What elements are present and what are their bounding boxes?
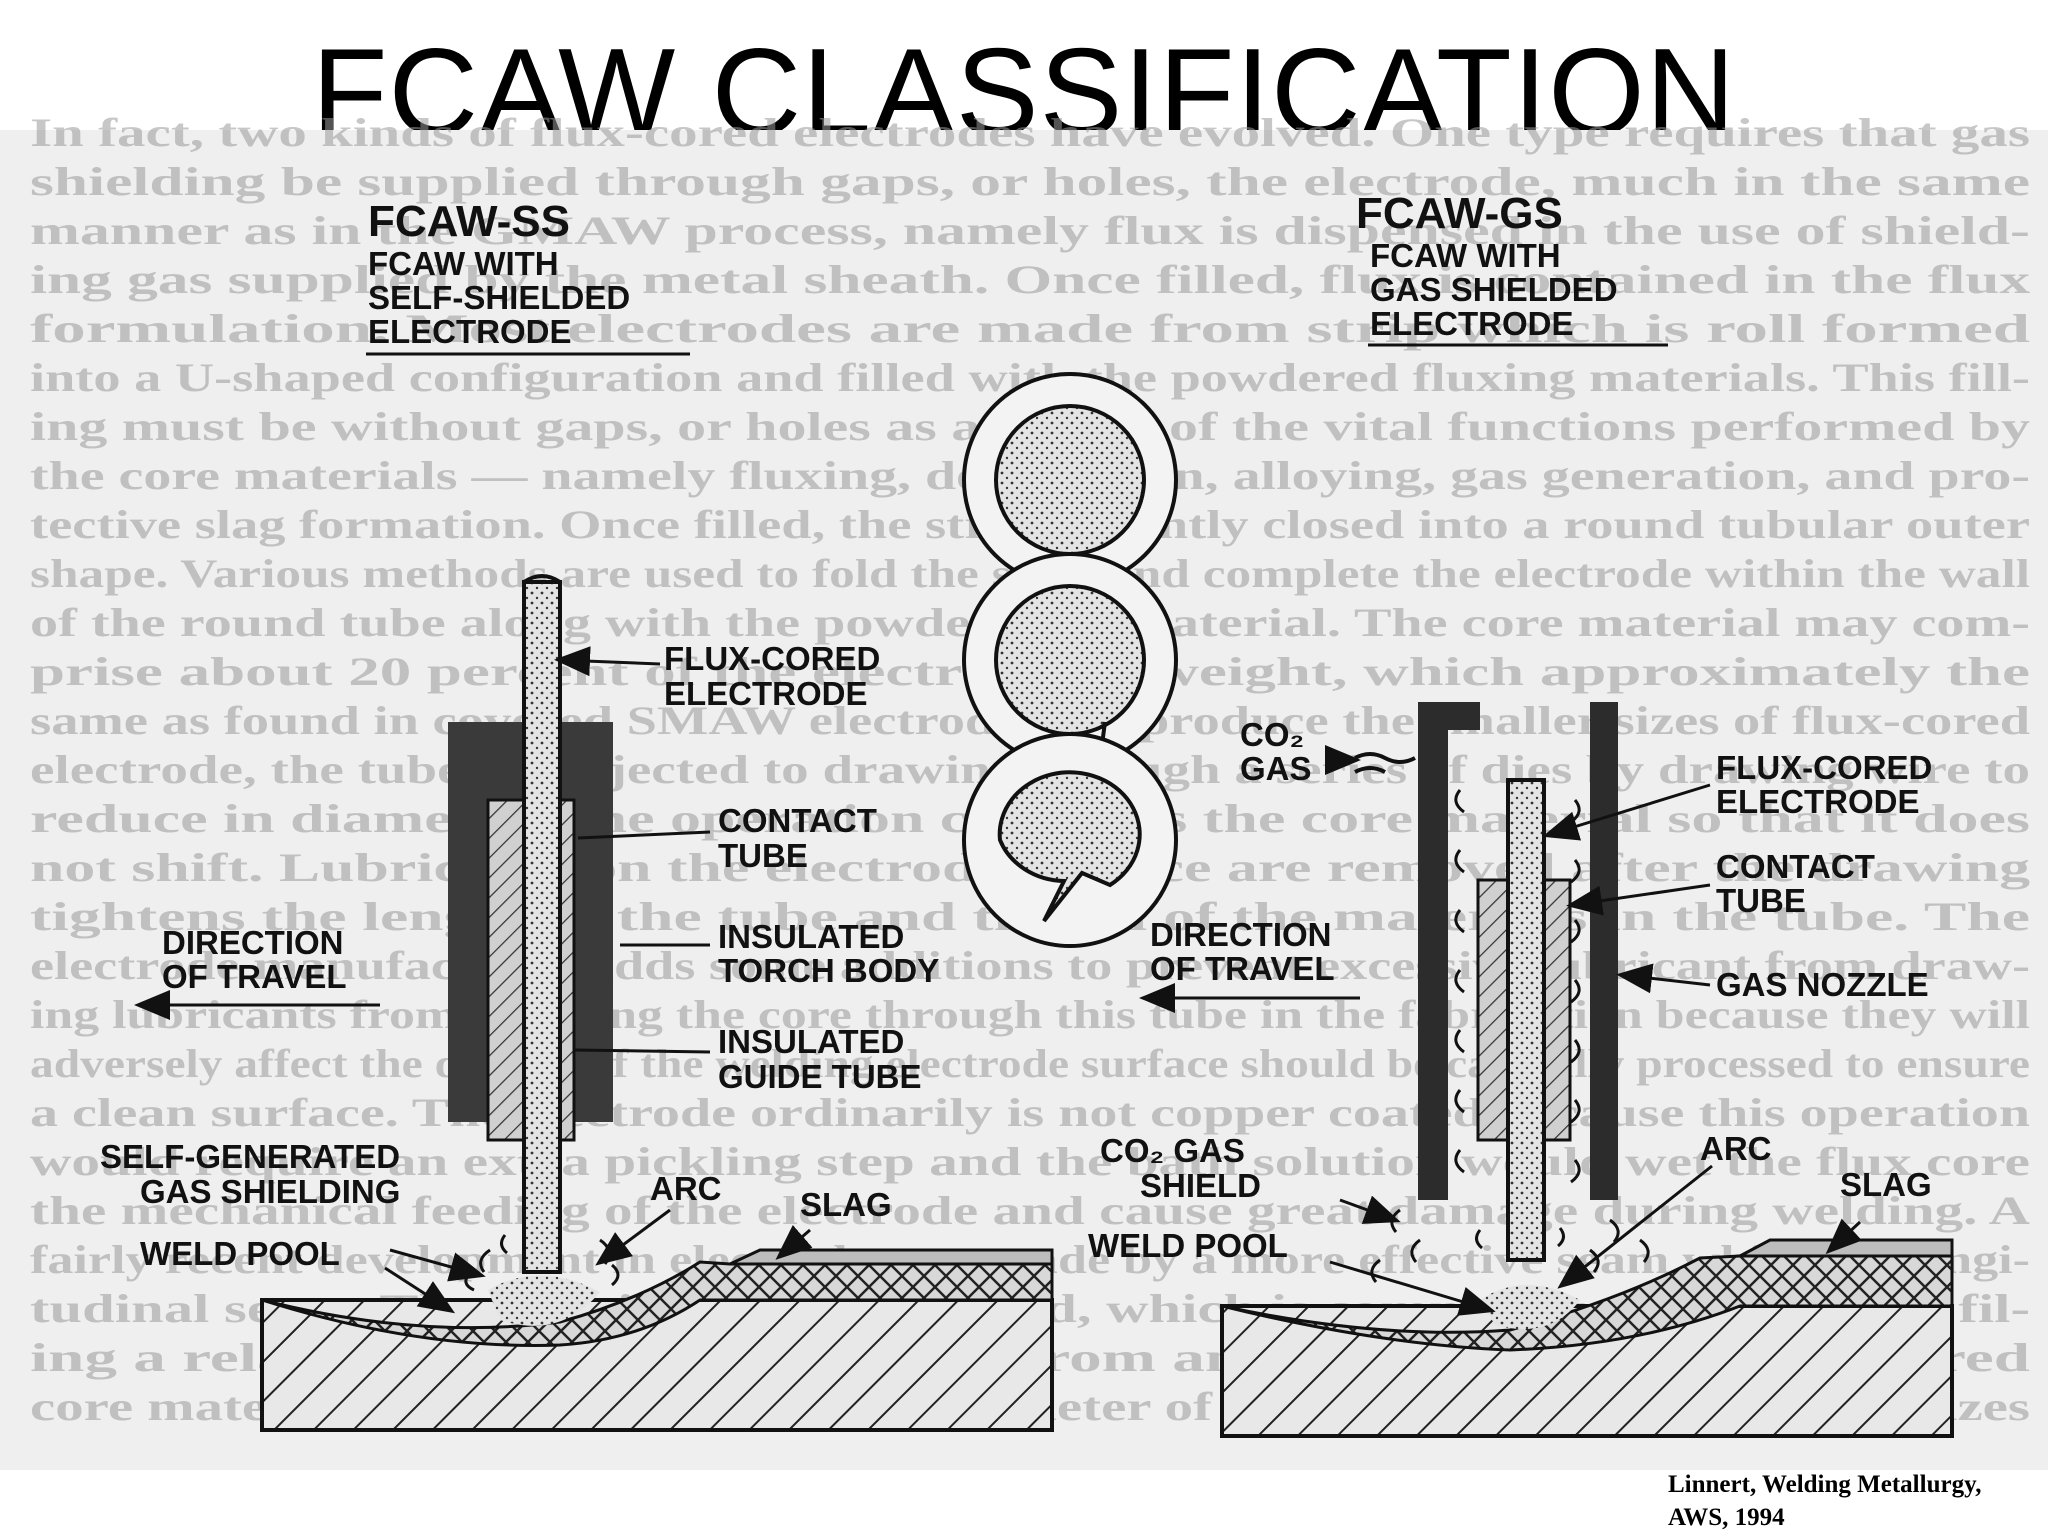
- weld-pool-right: [1480, 1285, 1580, 1330]
- fcaw-ss-sub-1: FCAW WITH: [368, 245, 559, 282]
- fcaw-gs-sub-3: ELECTRODE: [1370, 305, 1574, 342]
- label-arc-left: ARC: [650, 1170, 722, 1207]
- cross-section-1-core: [994, 404, 1146, 556]
- label-direction-right-2: OF TRAVEL: [1150, 950, 1335, 987]
- label-contact-left-2: TUBE: [718, 837, 808, 874]
- label-flux-cored-right-2: ELECTRODE: [1716, 783, 1920, 820]
- citation-line-1: Linnert, Welding Metallurgy,: [1668, 1471, 1982, 1498]
- slag-layer-left: [729, 1248, 1054, 1266]
- label-contact-left-1: CONTACT: [718, 802, 877, 839]
- fcaw-ss-section: FCAW-SS FCAW WITH SELF-SHIELDED ELECTROD…: [100, 197, 1054, 1432]
- fcaw-ss-sub-3: ELECTRODE: [368, 313, 572, 350]
- label-selfgen-left-2: GAS SHIELDING: [140, 1173, 400, 1210]
- citation: Linnert, Welding Metallurgy, AWS, 1994: [1668, 1468, 2038, 1534]
- label-flux-cored-left-1: FLUX-CORED: [664, 640, 880, 677]
- background-text-line: electrode manufacturer adds some additio…: [30, 943, 2030, 988]
- label-contact-right-2: TUBE: [1716, 882, 1806, 919]
- fcaw-gs-sub-1: FCAW WITH: [1370, 237, 1561, 274]
- background-text-line: the mechanical feeding of the electrode …: [30, 1188, 2030, 1233]
- background-text-line: In fact, two kinds of flux-cored electro…: [30, 110, 2030, 155]
- label-gas-nozzle: GAS NOZZLE: [1716, 966, 1929, 1003]
- fcaw-gs-header: FCAW-GS: [1356, 189, 1563, 238]
- background-text-line: manner as in the GMAW process, namely fl…: [30, 208, 2030, 253]
- label-arc-right: ARC: [1700, 1130, 1772, 1167]
- label-weldpool-right: WELD POOL: [1088, 1227, 1288, 1264]
- fcaw-gs-sub-2: GAS SHIELDED: [1370, 271, 1618, 308]
- label-weldpool-left: WELD POOL: [140, 1235, 340, 1272]
- cross-section-2-core: [994, 584, 1146, 736]
- label-contact-right-1: CONTACT: [1716, 848, 1875, 885]
- label-co2-gas-1: CO₂: [1240, 716, 1304, 753]
- label-guide-left-2: GUIDE TUBE: [718, 1058, 922, 1095]
- background-text-line: ing gas supplied by the metal sheath. On…: [30, 257, 2030, 302]
- label-direction-left-1: DIRECTION: [162, 924, 344, 961]
- citation-line-2: AWS, 1994: [1668, 1504, 1785, 1531]
- slag-layer-right: [1739, 1238, 1954, 1258]
- fcaw-ss-sub-2: SELF-SHIELDED: [368, 279, 630, 316]
- cross-section-3-core: [997, 770, 1142, 923]
- fcaw-gs-section: FCAW-GS FCAW WITH GAS SHIELDED ELECTRODE…: [1088, 189, 1954, 1438]
- gas-nozzle-right-wall: [1590, 702, 1618, 1200]
- weld-pool-left: [488, 1275, 600, 1326]
- label-co2-gas-2: GAS: [1240, 750, 1312, 787]
- label-co2-shield-2: SHIELD: [1140, 1167, 1261, 1204]
- label-flux-cored-right-1: FLUX-CORED: [1716, 749, 1932, 786]
- label-co2-shield-1: CO₂ GAS: [1100, 1132, 1245, 1169]
- label-slag-right: SLAG: [1840, 1166, 1932, 1203]
- gas-nozzle-left-wall: [1418, 702, 1480, 1200]
- background-text-line: a clean surface. The electrode ordinaril…: [30, 1090, 2030, 1135]
- background-text-line: adversely affect the quality of the weld…: [30, 1041, 2030, 1086]
- background-text-line: shielding be supplied through gaps, or h…: [30, 159, 2030, 204]
- weld-metal-right: [1221, 1254, 1954, 1352]
- label-slag-left: SLAG: [800, 1186, 892, 1223]
- label-selfgen-left-1: SELF-GENERATED: [100, 1138, 400, 1175]
- label-direction-left-2: OF TRAVEL: [162, 958, 347, 995]
- fcaw-ss-header: FCAW-SS: [368, 197, 570, 246]
- electrode-cross-sections: [962, 372, 1178, 948]
- background-text-line: formulation. Most electrodes are made fr…: [30, 306, 2030, 351]
- label-torch-left-1: INSULATED: [718, 918, 904, 955]
- label-torch-left-2: TORCH BODY: [718, 952, 939, 989]
- flux-cored-electrode-right: [1506, 778, 1546, 1262]
- background-text-line: ing lubricants from reaching the core th…: [30, 992, 2030, 1037]
- label-guide-left-1: INSULATED: [718, 1023, 904, 1060]
- flux-cored-electrode-left: [522, 580, 562, 1274]
- label-flux-cored-left-2: ELECTRODE: [664, 675, 868, 712]
- label-direction-right-1: DIRECTION: [1150, 916, 1332, 953]
